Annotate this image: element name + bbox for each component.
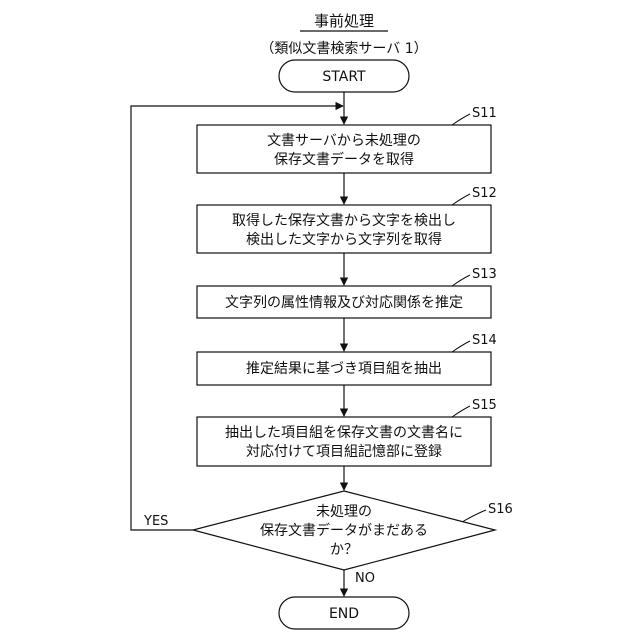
no-label: NO [355,571,375,586]
step-s11-line-1: 文書サーバから未処理の [267,133,421,149]
end-label: END [329,606,359,622]
step-s12-line-2: 検出した文字から文字列を取得 [246,231,442,248]
end-terminal: END [279,597,409,629]
process-step-s12: 取得した保存文書から文字を検出し 検出した文字から文字列を取得 [197,205,491,253]
leader-s11 [452,114,470,125]
step-s11-line-2: 保存文書データを取得 [274,151,414,168]
step-s12-line-1: 取得した保存文書から文字を検出し [232,212,456,229]
process-step-s13: 文字列の属性情報及び対応関係を推定 [197,286,491,318]
leader-s16 [462,510,486,522]
process-step-s15: 抽出した項目組を保存文書の文書名に 対応付けて項目組記憶部に登録 [197,417,491,466]
step-label-s14: S14 [472,333,497,348]
yes-label: YES [143,514,168,529]
step-label-s15: S15 [472,398,497,413]
process-step-s11: 文書サーバから未処理の 保存文書データを取得 [197,125,491,173]
decision-s16: 未処理の 保存文書データがまだある か？ [193,491,495,570]
leader-s15 [452,406,470,417]
start-terminal: START [279,60,409,92]
step-label-s13: S13 [472,267,497,282]
step-label-s12: S12 [472,186,497,201]
leader-s14 [452,341,470,352]
step-s15-line-2: 対応付けて項目組記憶部に登録 [246,443,442,460]
leader-s12 [452,194,470,205]
process-step-s14: 推定結果に基づき項目組を抽出 [197,352,491,385]
step-s14-line-1: 推定結果に基づき項目組を抽出 [246,360,442,377]
decision-line-1: 未処理の [316,504,372,520]
step-s13-line-1: 文字列の属性情報及び対応関係を推定 [225,295,463,311]
leader-s13 [452,275,470,286]
diagram-title: 事前処理 [314,12,374,30]
decision-line-2: 保存文書データがまだある [260,522,428,539]
step-s15-line-1: 抽出した項目組を保存文書の文書名に [225,425,463,441]
decision-line-3: か？ [330,542,358,558]
diagram-subtitle: （類似文書検索サーバ 1） [260,40,427,57]
start-label: START [322,69,366,85]
step-label-s16: S16 [488,502,513,517]
step-label-s11: S11 [472,106,497,121]
